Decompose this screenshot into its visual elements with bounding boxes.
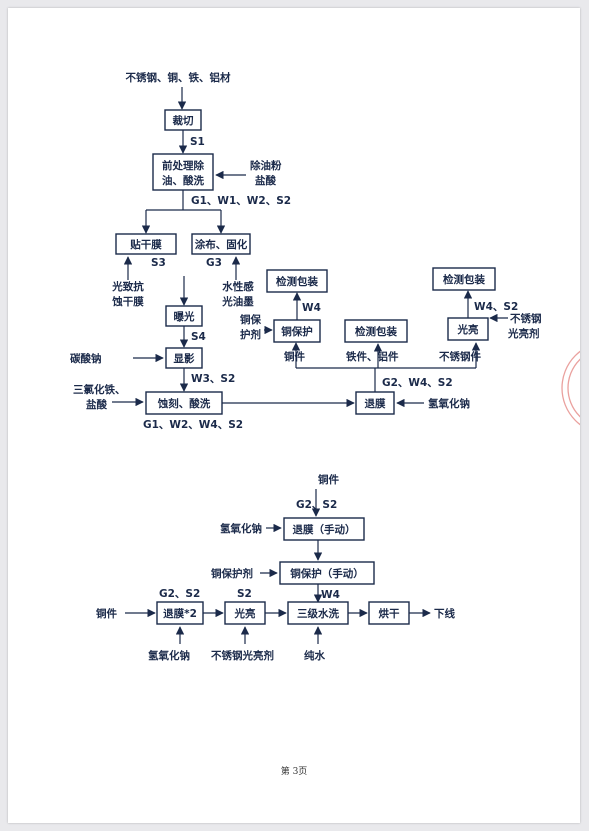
copper-input-label: 铜件 [318,473,339,486]
hydrochloric-acid-label-2: 盐酸 [86,398,107,411]
copper-protectant-label: 铜保护剂 [211,567,253,580]
sodium-hydroxide-label-2: 氢氧化钠 [148,649,190,662]
svg-text:检测包装: 检测包装 [355,325,397,338]
develop-box: 显影 [165,347,203,369]
svg-text:曝光: 曝光 [174,310,195,323]
w4-label: W4 [302,302,321,314]
svg-text:检测包装: 检测包装 [443,273,485,286]
strip-film-box: 退膜 [355,391,395,415]
svg-text:铜保护: 铜保护 [281,325,313,338]
svg-text:铜保护（手动）: 铜保护（手动） [290,567,364,580]
sodium-hydroxide-label-1: 氢氧化钠 [220,522,262,535]
bottom-process-flow: 铜件 G2、S2 退膜（手动） 氢氧化钠 铜保护（手动） 铜保护剂 W4 铜件 … [96,473,455,662]
svg-text:蚀刻、酸洗: 蚀刻、酸洗 [157,397,211,410]
svg-text:显影: 显影 [174,352,195,365]
input-materials-label: 不锈钢、铜、铁、铝材 [126,71,231,84]
w3-s2-label: W3、S2 [191,373,235,385]
inspect-pack-box-2: 检测包装 [344,319,408,343]
svg-text:检测包装: 检测包装 [276,275,318,288]
red-seal-stamp [561,350,580,426]
g1-w2-w4-s2-label: G1、W2、W4、S2 [143,419,243,431]
inspect-pack-box-3: 检测包装 [432,267,496,291]
svg-text:烘干: 烘干 [379,607,400,620]
hydrochloric-acid-label: 盐酸 [255,174,276,187]
iron-aluminium-parts-label: 铁件、铝件 [346,350,399,363]
drying-box: 烘干 [368,601,410,625]
copper-parts-label: 铜件 [284,350,305,363]
g2-s2-left-label: G2、S2 [159,588,200,600]
top-process-flow: 不锈钢、铜、铁、铝材 裁切 S1 前处理除 油、酸洗 除油粉 盐酸 G1、W1、… [70,71,542,431]
photosensitive-ink-label-2: 光油墨 [221,295,254,308]
sodium-hydroxide-label: 氢氧化钠 [428,397,470,410]
g2-s2-top-label: G2、S2 [296,499,337,511]
dry-film-box: 贴干膜 [115,233,177,255]
s4-label: S4 [191,331,206,343]
svg-text:涂布、固化: 涂布、固化 [195,238,248,251]
copper-protectant-label-1: 铜保 [240,313,261,326]
process-flow-diagram: 不锈钢、铜、铁、铝材 裁切 S1 前处理除 油、酸洗 除油粉 盐酸 G1、W1、… [70,71,580,777]
copper-protection-box: 铜保护 [273,319,321,343]
photoresist-film-label-2: 蚀干膜 [111,295,144,308]
stainless-polish-label-2: 光亮剂 [507,327,540,340]
strip-x2-box: 退膜*2 [156,601,204,625]
w4-s2-label: W4、S2 [474,301,518,313]
stainless-polish-agent-label: 不锈钢光亮剂 [211,649,274,662]
inspect-pack-box-1: 检测包装 [266,269,328,293]
manual-copper-protection-box: 铜保护（手动） [279,561,375,585]
svg-text:前处理除: 前处理除 [162,159,204,172]
svg-text:油、酸洗: 油、酸洗 [162,174,204,187]
g3-label: G3 [206,257,222,269]
pretreatment-box: 前处理除 油、酸洗 [152,153,214,191]
stainless-polish-label-1: 不锈钢 [510,312,542,325]
page-number: 第 3页 [281,765,308,777]
ferric-chloride-label: 三氯化铁、 [73,383,126,396]
svg-text:裁切: 裁切 [173,114,194,127]
photosensitive-ink-label-1: 水性感 [221,280,254,293]
s1-label: S1 [190,136,205,148]
sodium-carbonate-label: 碳酸钠 [70,352,102,365]
s2-label: S2 [237,588,252,600]
stainless-parts-label: 不锈钢件 [439,350,481,363]
copper-protectant-label-2: 护剂 [240,328,261,341]
g1-w1-w2-s2-label: G1、W1、W2、S2 [191,195,291,207]
s3-label: S3 [151,257,166,269]
offline-label: 下线 [434,607,455,620]
triple-rinse-box: 三级水洗 [287,601,349,625]
svg-text:三级水洗: 三级水洗 [297,607,339,620]
copper-parts-left-label: 铜件 [96,607,117,620]
bottom-polish-box: 光亮 [224,601,266,625]
coating-box: 涂布、固化 [191,233,251,255]
pure-water-label: 纯水 [304,649,325,662]
svg-text:退膜: 退膜 [365,397,386,410]
degreasing-powder-label: 除油粉 [250,159,282,172]
w4-bottom-label: W4 [321,589,340,601]
svg-text:退膜*2: 退膜*2 [163,607,197,620]
svg-text:贴干膜: 贴干膜 [129,238,162,251]
manual-strip-box: 退膜（手动） [283,517,365,541]
g2-w4-s2-label: G2、W4、S2 [382,377,453,389]
cut-box: 裁切 [164,109,202,131]
etching-box: 蚀刻、酸洗 [145,391,223,415]
document-page: 不锈钢、铜、铁、铝材 裁切 S1 前处理除 油、酸洗 除油粉 盐酸 G1、W1、… [8,8,580,823]
svg-text:光亮: 光亮 [457,323,479,336]
svg-text:光亮: 光亮 [234,607,256,620]
photoresist-film-label-1: 光致抗 [111,280,144,293]
exposure-box: 曝光 [165,305,203,327]
polish-box: 光亮 [447,317,489,341]
svg-text:退膜（手动）: 退膜（手动） [293,523,356,536]
